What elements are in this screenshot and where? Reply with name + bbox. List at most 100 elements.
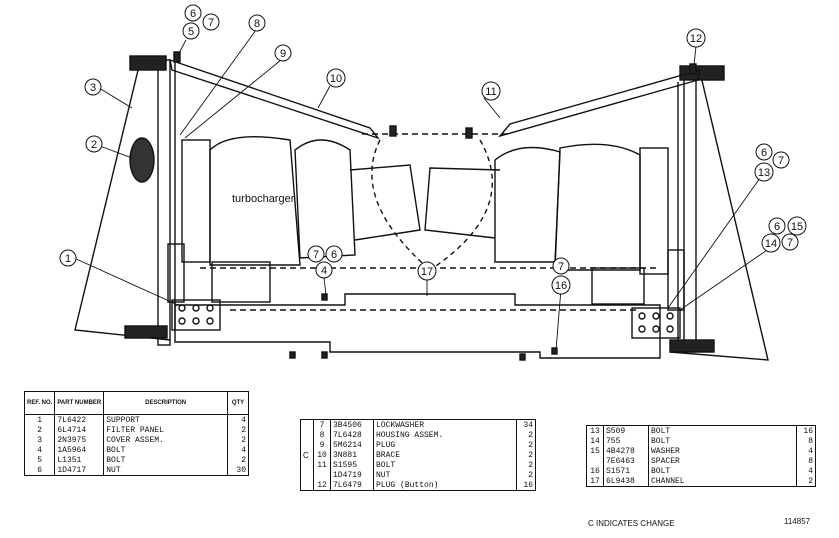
right-cover-assembly <box>669 65 769 361</box>
part-number: 7L6422 <box>54 414 105 425</box>
table-header-row: REF. NO. PART NUMBER DESCRIPTION QTY <box>23 391 249 415</box>
description: PLUG (Button) <box>373 480 517 491</box>
callout-10: 10 <box>326 68 346 88</box>
ref-no: 8 <box>313 430 331 440</box>
callout-6b: 6 <box>755 143 773 161</box>
ref-no: 3 <box>23 435 56 445</box>
svg-text:7: 7 <box>558 261 564 273</box>
turbocharger-right <box>424 143 669 305</box>
filter-panel-left <box>129 137 155 183</box>
svg-text:9: 9 <box>280 48 286 60</box>
brace-left <box>169 58 381 140</box>
callout-5: 5 <box>182 22 200 40</box>
description-text: PLUG <box>376 480 396 490</box>
qty: 2 <box>227 425 249 435</box>
qty: 2 <box>516 430 536 440</box>
ref-no <box>313 470 331 480</box>
ref-no: 12 <box>313 480 331 491</box>
callout-2: 2 <box>85 135 103 153</box>
svg-text:2: 2 <box>91 139 97 151</box>
header-part-number: PART NUMBER <box>54 391 105 415</box>
callout-9: 9 <box>274 44 292 62</box>
qty: 2 <box>796 476 816 487</box>
turbocharger-left <box>181 136 421 303</box>
callout-12: 12 <box>686 28 706 48</box>
callout-7d: 7 <box>307 245 325 263</box>
support-plate-left <box>167 243 221 331</box>
header-qty: QTY <box>227 391 249 415</box>
svg-text:16: 16 <box>555 280 567 292</box>
callout-7c: 7 <box>781 233 799 251</box>
ref-no: 5 <box>23 455 56 465</box>
part-number: 3B4506 <box>330 419 374 430</box>
description: FILTER PANEL <box>103 425 228 435</box>
svg-text:17: 17 <box>421 266 433 278</box>
callout-6: 6 <box>184 4 202 22</box>
svg-text:6: 6 <box>331 249 337 261</box>
change-mark <box>301 430 314 440</box>
qty: 2 <box>516 450 536 460</box>
part-number: S1595 <box>330 460 374 470</box>
svg-text:7: 7 <box>313 249 319 261</box>
description: SUPPORT <box>103 414 228 425</box>
description: BOLT <box>373 460 517 470</box>
ref-no: 6 <box>23 465 56 476</box>
part-number: 6L9438 <box>603 476 649 487</box>
svg-text:7: 7 <box>208 17 214 29</box>
description: BOLT <box>103 445 228 455</box>
description: SPACER <box>648 456 797 466</box>
part-number: 7L6479 <box>330 480 374 491</box>
svg-text:15: 15 <box>791 221 803 233</box>
description: HOUSING ASSEM. <box>373 430 517 440</box>
svg-text:8: 8 <box>254 18 260 30</box>
part-number: 1D4717 <box>54 465 105 476</box>
description: PLUG <box>373 440 517 450</box>
ref-no: 10 <box>313 450 331 460</box>
svg-text:14: 14 <box>765 238 777 250</box>
qty: 2 <box>227 455 249 465</box>
part-number: 5M6214 <box>330 440 374 450</box>
svg-text:11: 11 <box>485 86 496 98</box>
qty: 34 <box>516 419 536 430</box>
part-number: 3N881 <box>330 450 374 460</box>
change-mark <box>301 460 314 470</box>
ref-no: 16 <box>586 466 604 476</box>
qty: 30 <box>227 465 249 476</box>
description: WASHER <box>648 446 797 456</box>
channel-base <box>174 293 661 359</box>
qty: 16 <box>516 480 536 491</box>
part-number: S509 <box>603 425 649 436</box>
part-number: 7L6428 <box>330 430 374 440</box>
header-ref-no: REF. NO. <box>23 391 56 415</box>
callout-15: 15 <box>787 216 807 236</box>
brace-right <box>498 69 701 138</box>
svg-text:7: 7 <box>778 155 784 167</box>
change-mark <box>301 480 314 491</box>
svg-text:10: 10 <box>330 73 342 85</box>
change-mark: C <box>303 450 309 460</box>
svg-text:6: 6 <box>761 147 767 159</box>
part-number: 755 <box>603 436 649 446</box>
description: BRACE <box>373 450 517 460</box>
part-number: 1A5964 <box>54 445 105 455</box>
support-plate-right <box>631 249 685 339</box>
part-number: 6L4714 <box>54 425 105 435</box>
description: CHANNEL <box>648 476 797 487</box>
qty: 2 <box>516 460 536 470</box>
callout-6d: 6 <box>325 245 343 263</box>
callout-7b: 7 <box>772 151 790 169</box>
description: BOLT <box>648 425 797 436</box>
qty: 2 <box>516 470 536 480</box>
callout-7: 7 <box>202 13 220 31</box>
